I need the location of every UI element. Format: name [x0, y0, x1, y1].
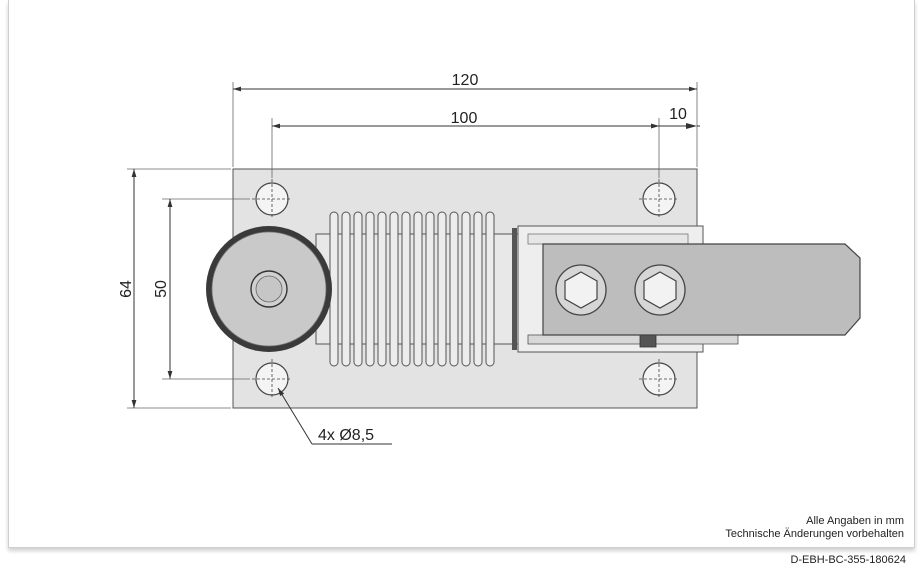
separator-plate — [512, 228, 517, 350]
changes-note: Technische Änderungen vorbehalten — [725, 528, 904, 540]
hole-leader-line — [277, 387, 313, 445]
bellows-fold — [389, 211, 399, 367]
hole-callout-label: 4x Ø8,5 — [318, 427, 374, 444]
hole-top-left — [252, 179, 292, 219]
dim-label-50: 50 — [153, 280, 170, 298]
bellows-fold — [425, 211, 435, 367]
hex-screw-2 — [634, 264, 686, 316]
bellows-fold — [341, 211, 351, 367]
dim-label-64: 64 — [118, 280, 135, 298]
bellows-fold — [413, 211, 423, 367]
bellows-fold — [377, 211, 387, 367]
dim-arrow-10 — [686, 123, 697, 129]
bellows-fold — [401, 211, 411, 367]
document-id: D-EBH-BC-355-180624 — [790, 554, 906, 566]
units-note: Alle Angaben in mm — [806, 515, 904, 527]
dim-label-120: 120 — [452, 72, 479, 89]
pivot-bearing — [206, 226, 332, 352]
hole-top-right — [639, 179, 679, 219]
bellows-fold — [449, 211, 459, 367]
bellows-fold — [353, 211, 363, 367]
mounting-holes — [252, 179, 679, 399]
dim-label-100: 100 — [451, 110, 478, 127]
bellows-fold — [485, 211, 495, 367]
dim-label-10: 10 — [669, 106, 687, 123]
swivel-bar — [542, 243, 861, 336]
hole-bottom-right — [639, 359, 679, 399]
hex-screw-1 — [555, 264, 607, 316]
bellows-fold — [365, 211, 375, 367]
bellows-fold — [437, 211, 447, 367]
extension-lines — [127, 82, 698, 409]
bellows-fold — [461, 211, 471, 367]
bellows — [329, 211, 495, 367]
hole-bottom-left — [252, 359, 292, 399]
bellows-fold — [473, 211, 483, 367]
